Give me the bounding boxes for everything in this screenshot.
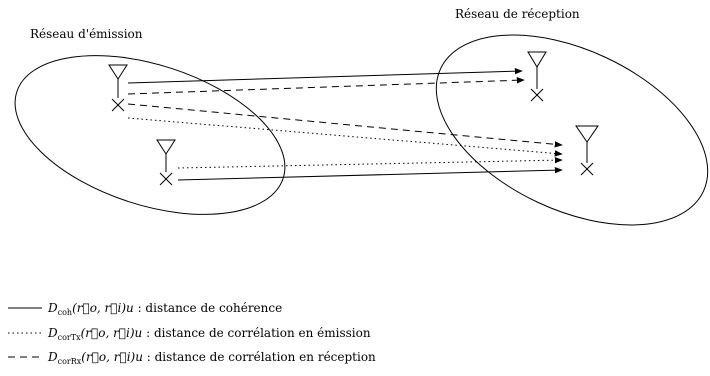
legend-description: : distance de corrélation en réception xyxy=(143,350,376,364)
antenna-icon xyxy=(575,125,599,176)
legend-symbol: D xyxy=(47,301,58,315)
legend-args: (r⃗o, r⃗i)u xyxy=(81,326,143,340)
antenna-icon xyxy=(156,139,176,186)
legend-description: : distance de cohérence xyxy=(134,301,282,315)
legend-args: (r⃗o, r⃗i)u xyxy=(72,301,134,315)
legend-description: : distance de corrélation en émission xyxy=(142,326,371,340)
legend-item-coherence: Dcoh(r⃗o, r⃗i)u : distance de cohérence xyxy=(8,301,282,317)
link-tx1-rx1-coherence xyxy=(127,68,523,84)
legend-args: (r⃗o, r⃗i)u xyxy=(81,350,143,364)
legend-item-emission-correlation: DcorTx(r⃗o, r⃗i)u : distance de corrélat… xyxy=(8,326,371,342)
emission-network-label: Réseau d'émission xyxy=(30,27,143,41)
reception-network-label: Réseau de réception xyxy=(455,7,580,21)
link-tx1-rx1-reception-correlation xyxy=(127,77,525,95)
link-tx1-rx2-reception-correlation xyxy=(127,103,563,148)
legend-subscript: coh xyxy=(58,308,72,317)
legend-symbol: D xyxy=(47,326,58,340)
svg-text:DcorRx(r⃗o, r⃗i)u : distance d: DcorRx(r⃗o, r⃗i)u : distance de corrélat… xyxy=(47,350,376,366)
link-tx1-rx2-emission-correlation xyxy=(127,117,563,157)
link-tx2-rx2-emission-correlation xyxy=(177,156,563,169)
svg-text:Dcoh(r⃗o, r⃗i)u : distance de: Dcoh(r⃗o, r⃗i)u : distance de cohérence xyxy=(47,301,282,317)
link-tx2-rx2-coherence xyxy=(177,166,563,181)
legend-item-reception-correlation: DcorRx(r⃗o, r⃗i)u : distance de corrélat… xyxy=(8,350,376,366)
emission-network-ellipse xyxy=(14,55,286,215)
antenna-icon xyxy=(527,51,547,102)
antenna-icon xyxy=(108,64,128,112)
legend: Dcoh(r⃗o, r⃗i)u : distance de cohérence … xyxy=(8,301,376,366)
svg-text:DcorTx(r⃗o, r⃗i)u : distance d: DcorTx(r⃗o, r⃗i)u : distance de corrélat… xyxy=(47,326,371,342)
legend-subscript: corRx xyxy=(58,357,82,366)
reception-network-ellipse xyxy=(435,34,709,226)
legend-symbol: D xyxy=(47,350,58,364)
legend-subscript: corTx xyxy=(58,333,81,342)
